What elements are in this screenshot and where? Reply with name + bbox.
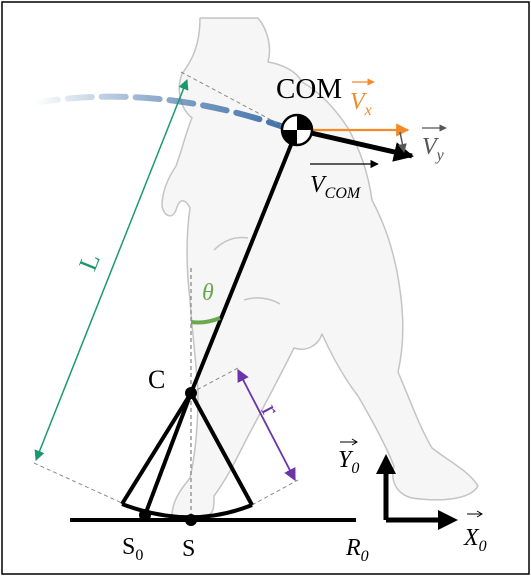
r-guide-bottom (251, 479, 299, 506)
s-label: S (182, 536, 195, 562)
x0-axis-label: X0 (463, 525, 487, 555)
point-s0-dot (139, 509, 151, 521)
r-guide-top (190, 367, 239, 394)
com-label: COM (276, 73, 342, 105)
theta-label: θ (202, 280, 214, 306)
com-checkered-circle-icon (280, 113, 314, 147)
r0-label: R0 (345, 535, 369, 565)
radius-r-arrow (237, 368, 296, 482)
s0-label: S0 (122, 534, 143, 564)
vy-label: Vy (422, 134, 445, 164)
contact-point-c-label: C (148, 365, 165, 394)
vector-overbars (310, 78, 483, 518)
vcom-label: VCOM (310, 172, 362, 202)
l-guide-bottom (33, 462, 123, 504)
vx-label: Vx (350, 89, 372, 119)
contact-point-c-dot (185, 387, 197, 399)
vy-arrow (397, 131, 407, 153)
leg-segment (189, 129, 299, 394)
theta-arc (190, 316, 221, 325)
length-l-arrow (34, 79, 189, 461)
reference-frame-axes (376, 454, 458, 530)
point-s-dot (185, 514, 197, 526)
y0-axis-label: Y0 (338, 447, 359, 477)
vcom-arrow (297, 127, 414, 162)
